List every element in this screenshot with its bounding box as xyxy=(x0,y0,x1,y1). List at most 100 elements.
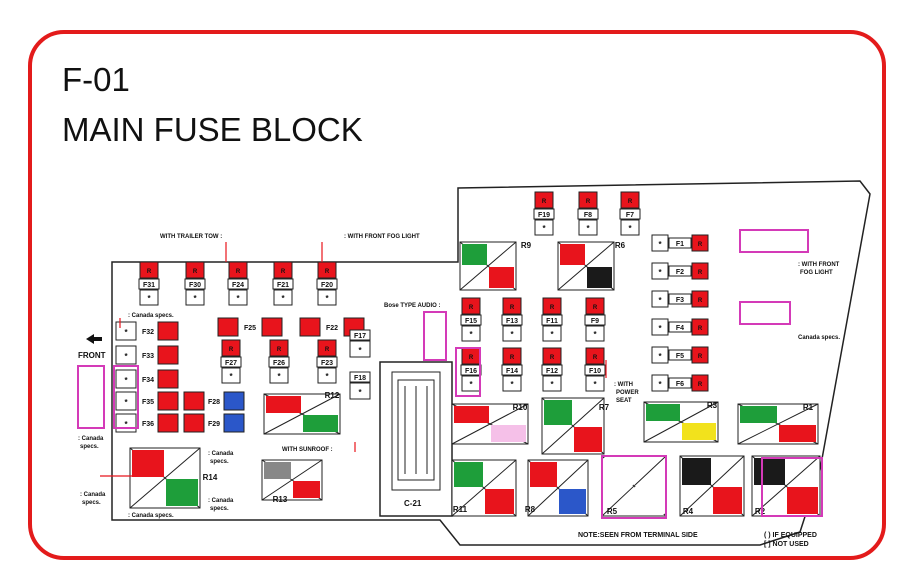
canada-specs-left-note: : Canada xyxy=(78,436,104,442)
fuse-f23-label: F23 xyxy=(321,360,333,367)
fuse-f11-terminal: * xyxy=(550,330,554,339)
fuse-f18-terminal: * xyxy=(358,388,362,397)
fuse-f5-wire: R xyxy=(698,354,703,360)
canada-specs-lower-left-note: : Canada xyxy=(80,492,106,498)
power-seat-note: : WITH xyxy=(614,382,633,388)
fuse-f25: F25 xyxy=(217,317,283,337)
optional-circuit-outline xyxy=(739,229,809,253)
fuse-f26-wire: R xyxy=(277,347,282,353)
fuse-f18: F18 * xyxy=(349,371,371,400)
fuse-f15-terminal: * xyxy=(469,330,473,339)
canada-specs-r14-bottom-note: : Canada xyxy=(208,498,234,504)
canada-specs-r14-note-2: specs. xyxy=(210,459,229,465)
fuse-f29: F29 xyxy=(183,413,245,433)
sunroof-note: WITH SUNROOF : xyxy=(282,447,333,453)
optional-circuit-outline xyxy=(423,311,447,361)
optional-circuit-outline xyxy=(739,301,791,325)
relay-r9-label: R9 xyxy=(521,241,532,250)
relay-r9: R9 xyxy=(459,241,532,291)
fuse-f13-label: F13 xyxy=(506,318,518,325)
canada-specs-lower-left-note-2: specs. xyxy=(82,500,101,506)
fuse-f32-label: F32 xyxy=(142,329,154,336)
fuse-f9-wire: R xyxy=(593,305,598,311)
relay-r2: R2 xyxy=(751,455,821,517)
connector-label: C-21 xyxy=(404,499,422,508)
fuse-f32: * F32 xyxy=(115,321,179,341)
relay-r2-label: R2 xyxy=(755,507,766,516)
fuse-f19-wire: R xyxy=(542,199,547,205)
fuse-f33: *F33 xyxy=(115,345,179,365)
optional-circuit-outline xyxy=(113,365,139,429)
fuse-f21-wire: R xyxy=(281,269,286,275)
diagram-title: MAIN FUSE BLOCK xyxy=(62,111,363,148)
relay-r12-label: R12 xyxy=(325,391,340,400)
fuse-f2-label: F2 xyxy=(676,269,684,276)
fuse-f31-wire: R xyxy=(147,269,152,275)
fuse-f36-terminal: * xyxy=(124,420,128,429)
fuse-f32-terminal: * xyxy=(124,328,128,337)
relay-r7: R7 xyxy=(541,397,610,455)
fuse-f24-terminal: * xyxy=(236,294,240,303)
fuse-f2-wire: R xyxy=(698,270,703,276)
fuse-f15-label: F15 xyxy=(465,318,477,325)
diagram-code: F-01 xyxy=(62,61,130,98)
fuse-f26-label: F26 xyxy=(273,360,285,367)
terminal-side-note: NOTE:SEEN FROM TERMINAL SIDE xyxy=(578,532,698,539)
fuse-f6-terminal: * xyxy=(658,380,662,389)
relay-r1-label: R1 xyxy=(803,403,814,412)
fuse-f26-terminal: * xyxy=(277,372,281,381)
fuse-f30-label: F30 xyxy=(189,282,201,289)
canada-specs-note: : Canada specs. xyxy=(128,313,174,319)
fuse-f6-label: F6 xyxy=(676,381,684,388)
canada-specs-left-note-2: specs. xyxy=(80,444,99,450)
power-seat-note-3: SEAT xyxy=(616,398,632,404)
fuse-f16-wire: R xyxy=(469,355,474,361)
fuse-f30-terminal: * xyxy=(193,294,197,303)
canada-specs-r14-bottom-note-2: specs. xyxy=(210,506,229,512)
canada-specs-r14-note: : Canada xyxy=(208,451,234,457)
fuse-f21-terminal: * xyxy=(281,294,285,303)
optional-circuit-outline xyxy=(455,347,481,397)
fuse-f11-wire: R xyxy=(550,305,555,311)
fuse-f22: F22 xyxy=(299,317,365,337)
fuse-f22-label: F22 xyxy=(326,325,338,332)
fuse-f7-wire: R xyxy=(628,199,633,205)
fuse-f7: RF7* xyxy=(619,191,641,236)
fuse-f34: *F34 xyxy=(115,369,179,389)
relay-r12: R12 xyxy=(263,391,341,435)
relay-r1: R1 xyxy=(737,403,819,445)
fuse-f8-terminal: * xyxy=(586,224,590,233)
fuse-f1-label: F1 xyxy=(676,241,684,248)
legend-not-used: [ ] NOT USED xyxy=(764,541,809,548)
fuse-f35-terminal: * xyxy=(124,398,128,407)
fuse-f19-label: F19 xyxy=(538,212,550,219)
fuse-f8: RF8* xyxy=(577,191,599,236)
relay-r8-label: R8 xyxy=(525,505,536,514)
fuse-f4-label: F4 xyxy=(676,325,684,332)
legend-if-equipped: ( ) IF EQUIPPED xyxy=(764,532,817,539)
fuse-f27-label: F27 xyxy=(225,360,237,367)
fog-light-right-note: : WITH FRONT xyxy=(798,262,840,268)
fuse-f16-terminal: * xyxy=(469,380,473,389)
fuse-f20-label: F20 xyxy=(321,282,333,289)
relay-r11: R11 xyxy=(451,459,517,517)
fuse-f17-terminal: * xyxy=(358,346,362,355)
fuse-f13-terminal: * xyxy=(510,330,514,339)
fuse-f25-label: F25 xyxy=(244,325,256,332)
fuse-f18-label: F18 xyxy=(354,375,366,382)
fuse-f24-label: F24 xyxy=(232,282,244,289)
fuse-f12-label: F12 xyxy=(546,368,558,375)
fuse-f23-wire: R xyxy=(325,347,330,353)
fuse-f35: *F35 xyxy=(115,391,179,411)
fuse-f8-wire: R xyxy=(586,199,591,205)
fuse-f10-label: F10 xyxy=(589,368,601,375)
